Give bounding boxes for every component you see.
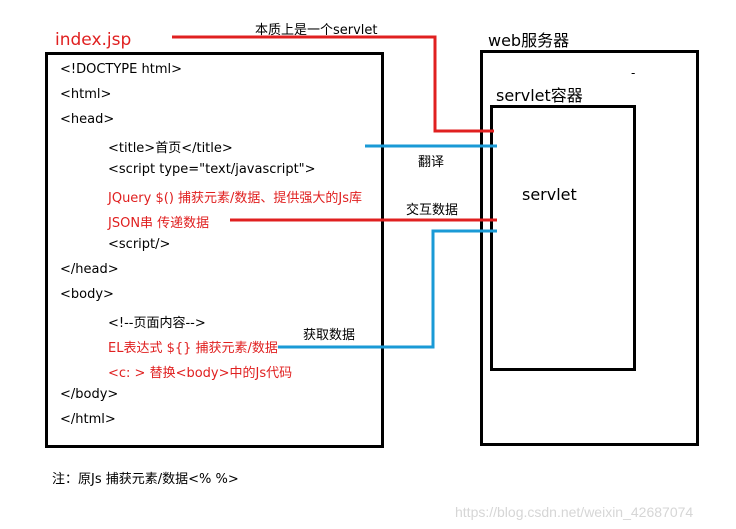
small-dash: - bbox=[631, 66, 636, 80]
code-line: <script/> bbox=[108, 237, 171, 252]
code-line: <c: > 替换<body>中的Js代码 bbox=[108, 366, 293, 381]
top-red-connector bbox=[172, 35, 494, 133]
fetch-blue-connector bbox=[278, 229, 497, 349]
web-server-box bbox=[480, 50, 699, 446]
watermark: https://blog.csdn.net/weixin_42687074 bbox=[455, 504, 694, 520]
file-title: index.jsp bbox=[55, 30, 132, 50]
code-line: <script type="text/javascript"> bbox=[108, 162, 316, 177]
code-line: JSON串 传递数据 bbox=[108, 216, 210, 231]
code-line: </body> bbox=[60, 387, 119, 402]
code-line: </html> bbox=[60, 412, 116, 427]
code-line: EL表达式 ${} 捕获元素/数据 bbox=[108, 341, 278, 356]
code-line: <html> bbox=[60, 87, 112, 102]
server-title: web服务器 bbox=[488, 31, 570, 50]
code-line: <head> bbox=[60, 112, 115, 127]
container-title: servlet容器 bbox=[496, 86, 583, 105]
interact-label: 交互数据 bbox=[406, 203, 459, 218]
top-connector-label: 本质上是一个servlet bbox=[255, 23, 378, 38]
code-line: <!--页面内容--> bbox=[108, 316, 206, 331]
code-line: <body> bbox=[60, 287, 114, 302]
code-box bbox=[45, 52, 384, 448]
footnote: 注：原Js 捕获元素/数据<% %> bbox=[52, 472, 239, 487]
translate-label: 翻译 bbox=[418, 155, 445, 170]
servlet-container-box bbox=[490, 105, 636, 371]
code-line: </head> bbox=[60, 262, 119, 277]
code-line: JQuery $() 捕获元素/数据、提供强大的Js库 bbox=[108, 191, 363, 206]
code-line: <!DOCTYPE html> bbox=[60, 62, 182, 77]
servlet-label: servlet bbox=[522, 185, 577, 204]
code-line: <title>首页</title> bbox=[108, 141, 233, 156]
fetch-label: 获取数据 bbox=[303, 328, 356, 343]
